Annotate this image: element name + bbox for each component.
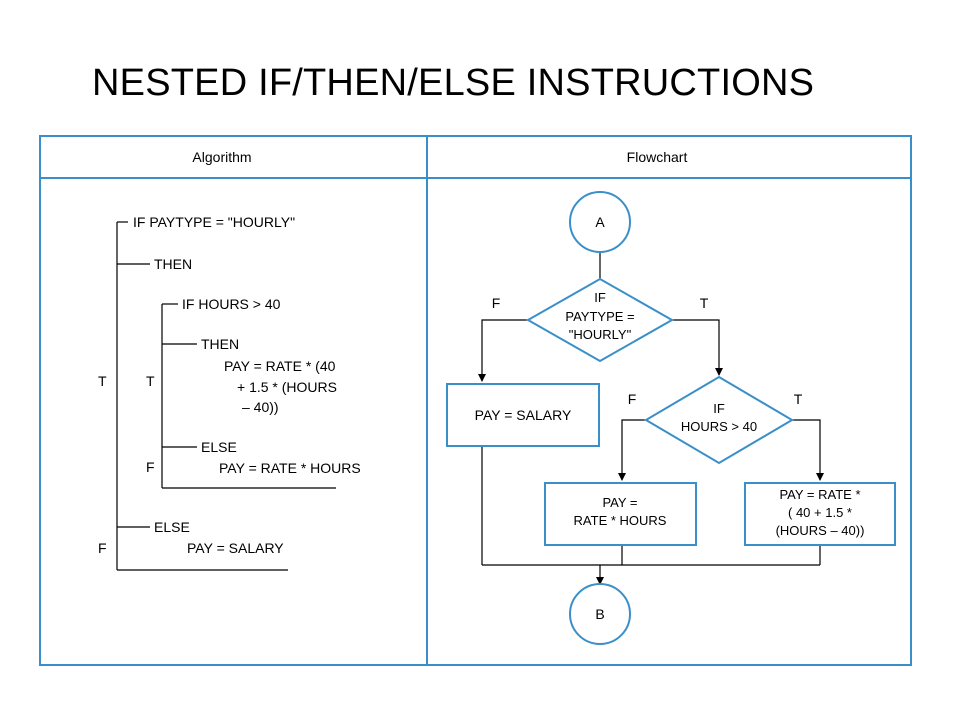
table-frame: [39, 135, 912, 666]
decision-2-false-label: F: [628, 391, 637, 407]
flowchart-connectors: [478, 252, 824, 585]
inner-then-line: THEN: [201, 336, 239, 352]
flowchart-header: Flowchart: [627, 149, 688, 165]
decision-1-line-3: "HOURLY": [569, 327, 632, 342]
process-overtime-line-1: PAY = RATE *: [779, 487, 860, 502]
decision-2-diamond: [644, 375, 794, 465]
decision-2-line-2: HOURS > 40: [681, 419, 757, 434]
inner-else-statement: PAY = RATE * HOURS: [219, 460, 361, 476]
inner-else-line: ELSE: [201, 439, 237, 455]
inner-false-label: F: [146, 459, 155, 475]
process-hours-box: [544, 482, 697, 546]
inner-then-statement-3: – 40)): [242, 399, 279, 415]
decision-2-false-arrow: [618, 419, 646, 481]
process-salary-box: [446, 383, 600, 447]
decision-1-line-2: PAYTYPE =: [565, 309, 634, 324]
decision-1-true-label: T: [700, 295, 709, 311]
inner-then-statement-1: PAY = RATE * (40: [224, 358, 336, 374]
outer-else-statement: PAY = SALARY: [187, 540, 284, 556]
decision-1-line-1: IF: [594, 290, 606, 305]
decision-1-diamond: [525, 277, 675, 363]
outer-else-line: ELSE: [154, 519, 190, 535]
decision-2-line-1: IF: [713, 401, 725, 416]
table-border: [39, 135, 912, 666]
process-salary-label: PAY = SALARY: [475, 407, 572, 423]
connector-a-circle: [569, 191, 631, 253]
connector-b-label: B: [595, 606, 604, 622]
connector-b-circle: [569, 583, 631, 645]
inner-true-label: T: [146, 373, 155, 389]
decision-1-false-arrow: [478, 319, 528, 382]
outer-if-line: IF PAYTYPE = "HOURLY": [133, 214, 295, 230]
connector-a-label: A: [595, 214, 605, 230]
inner-then-statement-2: + 1.5 * (HOURS: [237, 379, 337, 395]
decision-1-false-label: F: [492, 295, 501, 311]
process-hours-line-2: RATE * HOURS: [574, 513, 667, 528]
process-hours-line-1: PAY =: [602, 495, 637, 510]
process-overtime-line-3: (HOURS – 40)): [776, 523, 865, 538]
outer-false-label: F: [98, 540, 107, 556]
process-overtime-box: [744, 482, 896, 546]
decision-2-true-label: T: [794, 391, 803, 407]
slide-title: NESTED IF/THEN/ELSE INSTRUCTIONS: [92, 62, 815, 104]
process-overtime-line-2: ( 40 + 1.5 *: [788, 505, 852, 520]
algorithm-header: Algorithm: [192, 149, 251, 165]
decision-1-true-arrow: [672, 319, 723, 376]
outer-true-label: T: [98, 373, 107, 389]
inner-if-line: IF HOURS > 40: [182, 296, 281, 312]
algorithm-brackets: [116, 221, 336, 571]
outer-then-line: THEN: [154, 256, 192, 272]
decision-2-true-arrow: [792, 419, 824, 481]
